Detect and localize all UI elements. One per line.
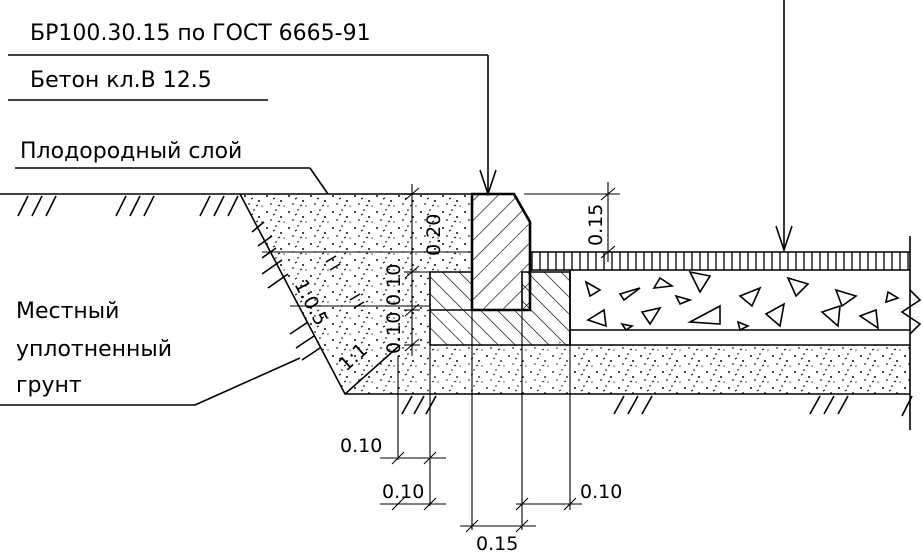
road-top-layer [530, 251, 910, 271]
label-curb-stone: БР100.30.15 по ГОСТ 6665-91 [30, 21, 371, 46]
label-local-soil-2: уплотненный [16, 337, 172, 362]
section-break-right [900, 236, 922, 430]
label-fertile-layer: Плодородный слой [20, 139, 242, 164]
label-concrete-class: Бетон кл.В 12.5 [30, 68, 212, 93]
dimension-lines [380, 182, 620, 533]
dim-label-bottom-0-10-a: 0.10 [340, 435, 382, 457]
trench-outline [239, 193, 910, 395]
dim-label-0-20: 0.20 [423, 214, 445, 256]
label-local-soil-3: грунт [16, 373, 82, 398]
leader-local-soil [0, 357, 301, 406]
label-local-soil-1: Местный [16, 299, 119, 324]
curb-stone [470, 192, 532, 312]
slope-hatching [251, 221, 365, 361]
dim-label-bottom-0-10-c: 0.10 [580, 481, 622, 503]
dim-label-0-15-top: 0.15 [585, 204, 607, 246]
leader-top-right [775, 0, 793, 253]
dim-label-0-10-b: 0.10 [383, 312, 405, 354]
road-crushed-stone-layer [569, 270, 910, 345]
ground-hatch-bottom [401, 395, 913, 417]
dim-label-bottom-0-10-b: 0.10 [382, 481, 424, 503]
leader-fertile-layer [15, 167, 329, 195]
dim-label-bottom-0-15: 0.15 [476, 533, 518, 555]
dim-label-0-10-a: 0.10 [383, 264, 405, 306]
